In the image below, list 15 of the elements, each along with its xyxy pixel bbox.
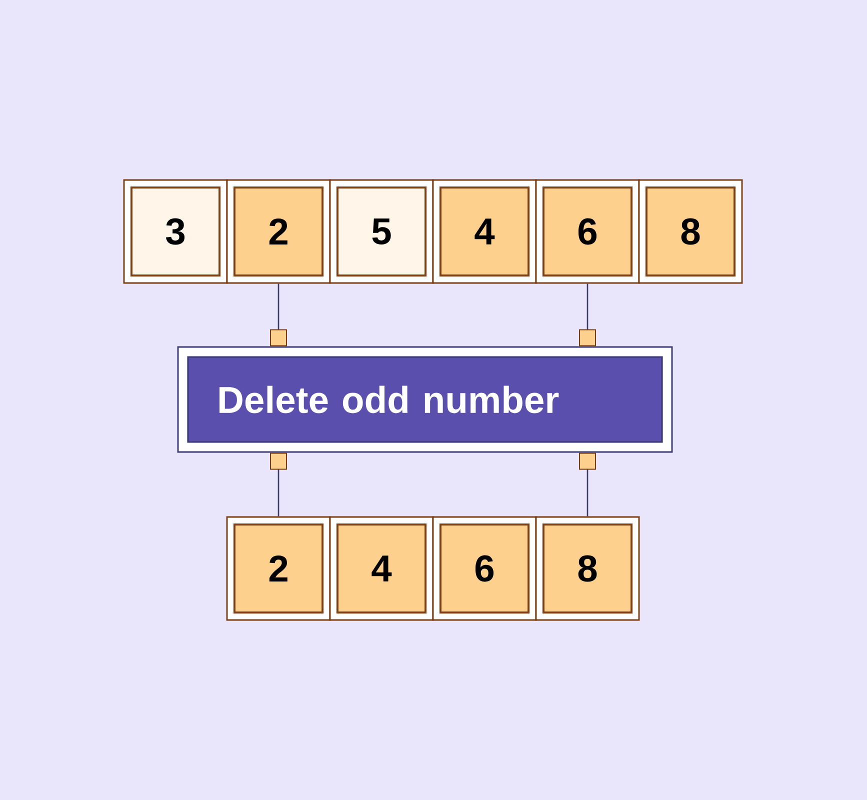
process-box: Delete odd number [177,346,673,453]
number-cell: 6 [432,516,537,621]
number-cell: 5 [329,179,434,284]
connector-line [270,284,287,346]
number-cell: 8 [638,179,743,284]
number-cell: 4 [329,516,434,621]
connector-line [579,284,596,346]
number-cell: 3 [123,179,228,284]
number-cell: 4 [432,179,537,284]
number-cell: 2 [226,516,331,621]
number-cell: 8 [535,516,640,621]
connector-line [270,452,287,516]
connector-line [579,452,596,516]
number-cell: 2 [226,179,331,284]
number-cell: 6 [535,179,640,284]
